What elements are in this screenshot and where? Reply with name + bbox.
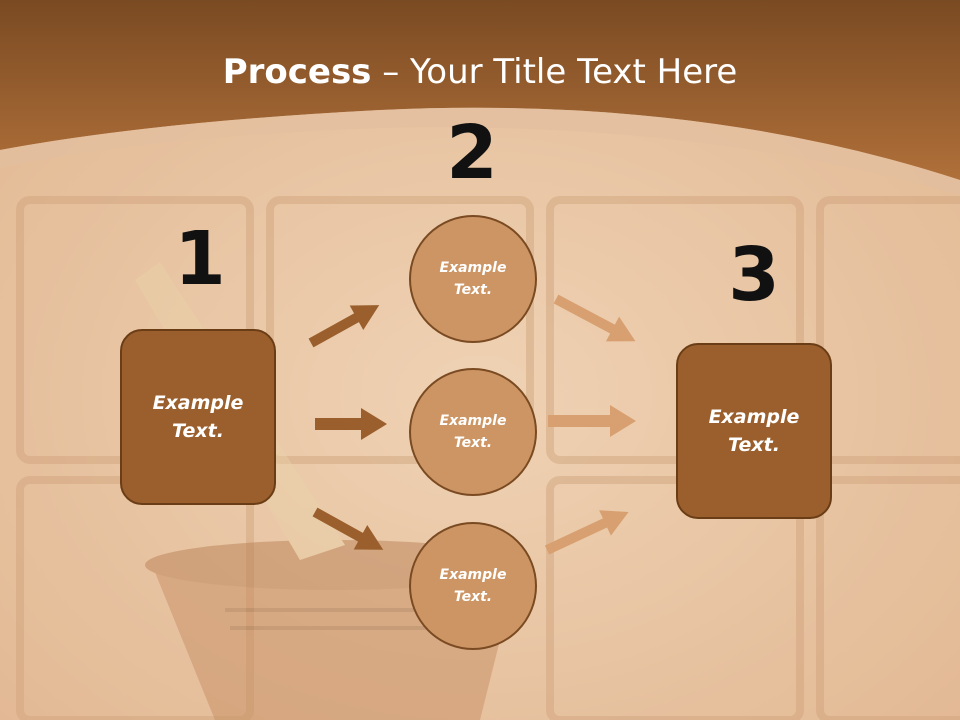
step-box-right-line2: Text. <box>728 434 780 456</box>
title-bold: Process <box>222 52 372 92</box>
step-box-right-text: Example Text. <box>709 403 800 460</box>
step-box-right-line1: Example <box>708 405 800 428</box>
process-circle-top[interactable]: Example Text. <box>409 215 537 343</box>
step-number-1: 1 <box>174 216 226 302</box>
step-box-left-line1: Example <box>152 391 244 414</box>
step-box-left[interactable]: Example Text. <box>120 329 276 505</box>
title-rest: – Your Title Text Here <box>371 52 738 92</box>
process-circle-bottom-line2: Text. <box>453 589 493 605</box>
process-circle-bottom[interactable]: Example Text. <box>409 522 537 650</box>
process-circle-top-text: Example Text. <box>440 257 507 302</box>
process-circle-bottom-line1: Example <box>439 566 507 583</box>
step-box-right[interactable]: Example Text. <box>676 343 832 519</box>
step-box-left-text: Example Text. <box>153 389 244 446</box>
step-number-2: 2 <box>446 110 498 196</box>
process-circle-bottom-text: Example Text. <box>440 564 507 609</box>
process-circle-middle[interactable]: Example Text. <box>409 368 537 496</box>
step-number-3: 3 <box>728 232 780 318</box>
page-title: Process – Your Title Text Here <box>0 52 960 92</box>
process-circle-middle-line1: Example <box>439 412 507 429</box>
process-circle-top-line2: Text. <box>453 282 493 298</box>
process-circle-top-line1: Example <box>439 259 507 276</box>
step-box-left-line2: Text. <box>172 420 224 442</box>
process-circle-middle-line2: Text. <box>453 435 493 451</box>
process-circle-middle-text: Example Text. <box>440 410 507 455</box>
